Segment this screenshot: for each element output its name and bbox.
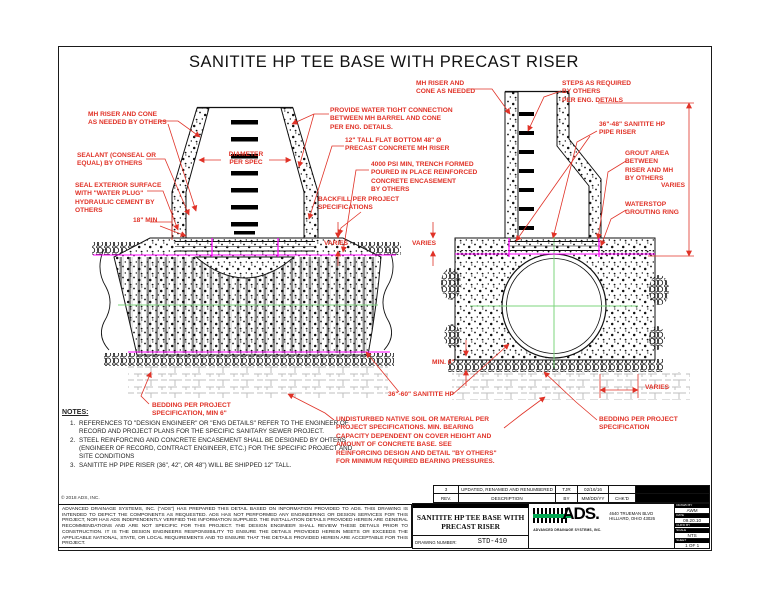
- annotation-steps: STEPS AS REQUIRED BY OTHERS PER ENG. DET…: [562, 80, 632, 104]
- annotation-backfill: BACKFILL PER PROJECT SPECIFICATIONS: [318, 196, 400, 212]
- annotation-grout-area: GROUT AREA BETWEEN RISER AND MH BY OTHER…: [625, 150, 674, 183]
- field-value: AWM: [686, 507, 698, 513]
- mh-steps: [231, 120, 258, 235]
- annotation-varies-right-block: VARIES: [412, 240, 437, 247]
- annotation-flat-bottom: 12" TALL FLAT BOTTOM 48" Ø PRECAST CONCR…: [345, 137, 450, 153]
- annotation-bedding-right: BEDDING PER PROJECT SPECIFICATION: [599, 416, 678, 432]
- field-value: [675, 527, 709, 528]
- field-value: 09.20.10: [683, 517, 702, 523]
- note-item: 3. SANITITE HP PIPE RISER (36", 42", OR …: [62, 462, 354, 470]
- dimension-lines: [335, 102, 694, 398]
- left-section-view: [92, 106, 401, 398]
- rev-header-chkd: CHK'D: [608, 494, 635, 503]
- annotation-mh-riser-left: MH RISER AND CONE AS NEEDED BY OTHERS: [88, 111, 167, 127]
- notes-section: NOTES: 1. REFERENCES TO "DESIGN ENGINEER…: [62, 409, 354, 471]
- field-label: CHK'D BY: [675, 523, 709, 528]
- note-item: 1. REFERENCES TO "DESIGN ENGINEER" OR "E…: [62, 420, 354, 436]
- company-address: 4640 TRUEMAN BLVD HILLIARD, OHIO 43026: [609, 511, 656, 522]
- concrete-encasement: [113, 237, 382, 356]
- field-chkd-by: CHK'D BY: [675, 523, 709, 530]
- drawing-title: SANITITE HP TEE BASE WITH PRECAST RISER: [416, 512, 525, 531]
- leader-lines: [140, 88, 627, 429]
- annotation-pipe-riser: 36"-48" SANITITE HP PIPE RISER: [599, 121, 665, 137]
- ads-logo-green-stripe: [533, 514, 572, 518]
- gravel-bedding: [447, 359, 663, 372]
- field-label: SCALE: [675, 529, 709, 534]
- annotation-varies-bottom: VARIES: [645, 384, 670, 391]
- ads-logo: ADS.: [533, 504, 605, 525]
- field-label: DRAWN BY: [675, 504, 709, 508]
- revision-table: 3 UPDATED, RENAMED AND RENUMBERED TJR 02…: [433, 485, 710, 503]
- soil-hatch: [452, 372, 690, 400]
- rev-by: TJR: [555, 485, 577, 494]
- field-label: SHEET: [675, 539, 709, 543]
- mh-cone-wall-right: [556, 91, 602, 239]
- gravel-bedding: [103, 353, 394, 366]
- disclaimer-text: ADVANCED DRAINAGE SYSTEMS, INC. ("ADS") …: [58, 504, 412, 548]
- rev-chkd: [608, 485, 635, 494]
- annotation-sealant: SEALANT (CONSEAL OR EQUAL) BY OTHERS: [77, 152, 157, 168]
- field-sheet: SHEET 1 OF 1: [675, 539, 709, 548]
- rev-header-number: REV.: [433, 494, 458, 503]
- annotation-18-min: 18" MIN: [133, 217, 158, 224]
- note-number: 2.: [70, 437, 76, 444]
- page-title: SANITITE HP TEE BASE WITH PRECAST RISER: [189, 53, 579, 71]
- annotation-mh-riser-right: MH RISER AND CONE AS NEEDED: [416, 80, 476, 96]
- annotation-water-tight: PROVIDE WATER TIGHT CONNECTION BETWEEN M…: [330, 107, 453, 131]
- annotation-diameter: DIAMETER PER SPEC: [228, 151, 264, 167]
- title-block-title-cell: SANITITE HP TEE BASE WITH PRECAST RISER …: [413, 504, 530, 548]
- annotation-bedding-left: BEDDING PER PROJECT SPECIFICATION, MIN 6…: [152, 402, 231, 418]
- mh-wall-left: [504, 91, 519, 239]
- note-text: REFERENCES TO "DESIGN ENGINEER" OR "ENG …: [79, 420, 349, 435]
- note-number: 1.: [70, 420, 76, 427]
- annotation-seal-exterior: SEAL EXTERIOR SURFACE WITH "WATER PLUG" …: [75, 182, 162, 215]
- rev-header-by: BY: [555, 494, 577, 503]
- drawing-number: STD-410: [477, 538, 508, 546]
- field-date: DATE 09.20.10: [675, 513, 709, 524]
- copyright: © 2018 ADS, INC.: [61, 496, 100, 501]
- ads-logo-text: ADS.: [562, 504, 600, 523]
- mh-cone-wall-left: [171, 107, 210, 239]
- title-block-fields: DRAWN BY AWM DATE 09.20.10 CHK'D BY SCAL…: [675, 504, 709, 548]
- annotation-sanitite-hp: 36"-60" SANITITE HP: [388, 391, 454, 398]
- note-text: STEEL REINFORCING AND CONCRETE ENCASEMEN…: [79, 437, 353, 460]
- field-scale: SCALE NTS: [675, 529, 709, 540]
- rev-filler-block: [635, 485, 710, 494]
- annotation-undisturbed-soil: UNDISTURBED NATIVE SOIL OR MATERIAL PER …: [336, 416, 497, 466]
- annotation-varies-left-block: VARIES: [324, 240, 349, 247]
- rev-date: 02/16/16: [577, 485, 608, 494]
- drawing-number-label: DRAWING NUMBER:: [415, 539, 457, 545]
- company-name: ADVANCED DRAINAGE SYSTEMS, INC.: [533, 527, 602, 532]
- title-block-logo-cell: ADS. 4640 TRUEMAN BLVD HILLIARD, OHIO 43…: [529, 504, 676, 548]
- title-block: SANITITE HP TEE BASE WITH PRECAST RISER …: [412, 503, 710, 549]
- rev-description: UPDATED, RENAMED AND RENUMBERED: [458, 485, 555, 494]
- rev-filler-block: [635, 494, 710, 503]
- annotation-4000-psi: 4000 PSI MIN, TRENCH FORMED POURED IN PL…: [371, 161, 478, 194]
- notes-title: NOTES:: [62, 409, 89, 416]
- note-text: SANITITE HP PIPE RISER (36", 42", OR 48"…: [79, 462, 292, 469]
- soil-hatch: [128, 366, 388, 398]
- rev-header-date: MM/DD/YY: [577, 494, 608, 503]
- riser-connection: [508, 238, 600, 257]
- right-section-view: [441, 90, 690, 400]
- field-value: NTS: [687, 533, 697, 539]
- field-drawn-by: DRAWN BY AWM: [675, 504, 709, 514]
- note-item: 2. STEEL REINFORCING AND CONCRETE ENCASE…: [62, 437, 354, 461]
- annotation-waterstop: WATERSTOP GROUTING RING: [625, 201, 679, 217]
- rev-number: 3: [433, 485, 458, 494]
- mh-steps: [519, 112, 534, 230]
- field-value: 1 OF 1: [685, 543, 700, 548]
- rev-header-description: DESCRIPTION: [458, 494, 555, 503]
- field-label: DATE: [675, 513, 709, 518]
- sheet-border: [58, 46, 712, 551]
- note-number: 3.: [70, 462, 76, 469]
- annotation-min-6: MIN. 6": [432, 359, 455, 366]
- riser-connection: [175, 238, 315, 257]
- mh-cone-wall-right: [280, 107, 319, 239]
- annotation-varies-right: VARIES: [661, 182, 686, 189]
